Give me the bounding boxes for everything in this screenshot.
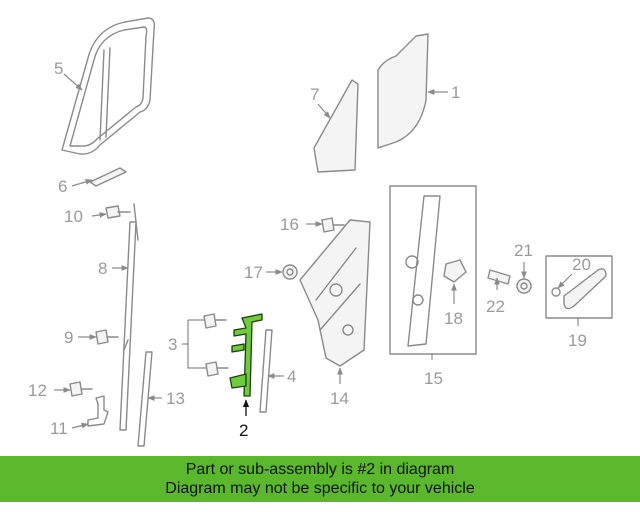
clip-part-18 [443,259,467,283]
callout-16: 16 [280,215,299,234]
bolt-part-16 [321,217,345,233]
nut-part-17 [282,264,298,280]
banner-line-part-info: Part or sub-assembly is #2 in diagram [185,461,455,478]
callout-5: 5 [54,59,63,78]
callout-2: 2 [239,421,248,440]
callout-22: 22 [486,297,505,316]
info-banner: Part or sub-assembly is #2 in diagram Di… [0,456,640,502]
callout-9: 9 [64,328,73,347]
banner-line-disclaimer: Diagram may not be specific to your vehi… [165,480,475,497]
regulator-box-part-15 [389,185,477,355]
parts-diagram: 1 2 3 4 5 6 7 8 9 10 11 12 13 14 15 16 1… [28,17,613,447]
bolts-part-3 [203,313,229,377]
channel-part-13 [137,351,153,447]
pin-part-22 [487,269,511,285]
door-glass-part-1 [377,33,429,149]
crank-box-part-19 [545,255,613,319]
callout-15: 15 [424,369,443,388]
callout-18: 18 [444,309,463,328]
callout-6: 6 [58,177,67,196]
washer-part-21 [516,278,532,294]
callout-20: 20 [572,255,591,274]
callout-8: 8 [98,259,107,278]
callout-14: 14 [330,389,349,408]
run-channel-part-8 [119,221,137,431]
quarter-glass-part-7 [313,79,359,173]
callout-11: 11 [50,419,68,438]
callout-21: 21 [514,241,533,260]
callout-10: 10 [64,207,83,226]
bolt-part-9 [95,329,119,345]
callout-4: 4 [287,367,296,386]
callout-12: 12 [28,381,47,400]
bracket-part-11 [87,395,109,427]
channel-part-2-highlighted [229,313,263,397]
callout-1: 1 [451,83,460,102]
strip-part-6 [89,167,127,187]
strip-part-4 [259,329,273,413]
door-frame-part-5 [61,17,156,155]
callout-3: 3 [168,335,177,354]
leader-lines [54,73,579,429]
callout-19: 19 [568,331,587,350]
regulator-panel-part-14 [299,219,371,367]
callout-13: 13 [166,389,185,408]
callout-17: 17 [244,263,263,282]
bolt-part-12 [69,381,93,397]
callout-7: 7 [310,85,319,104]
